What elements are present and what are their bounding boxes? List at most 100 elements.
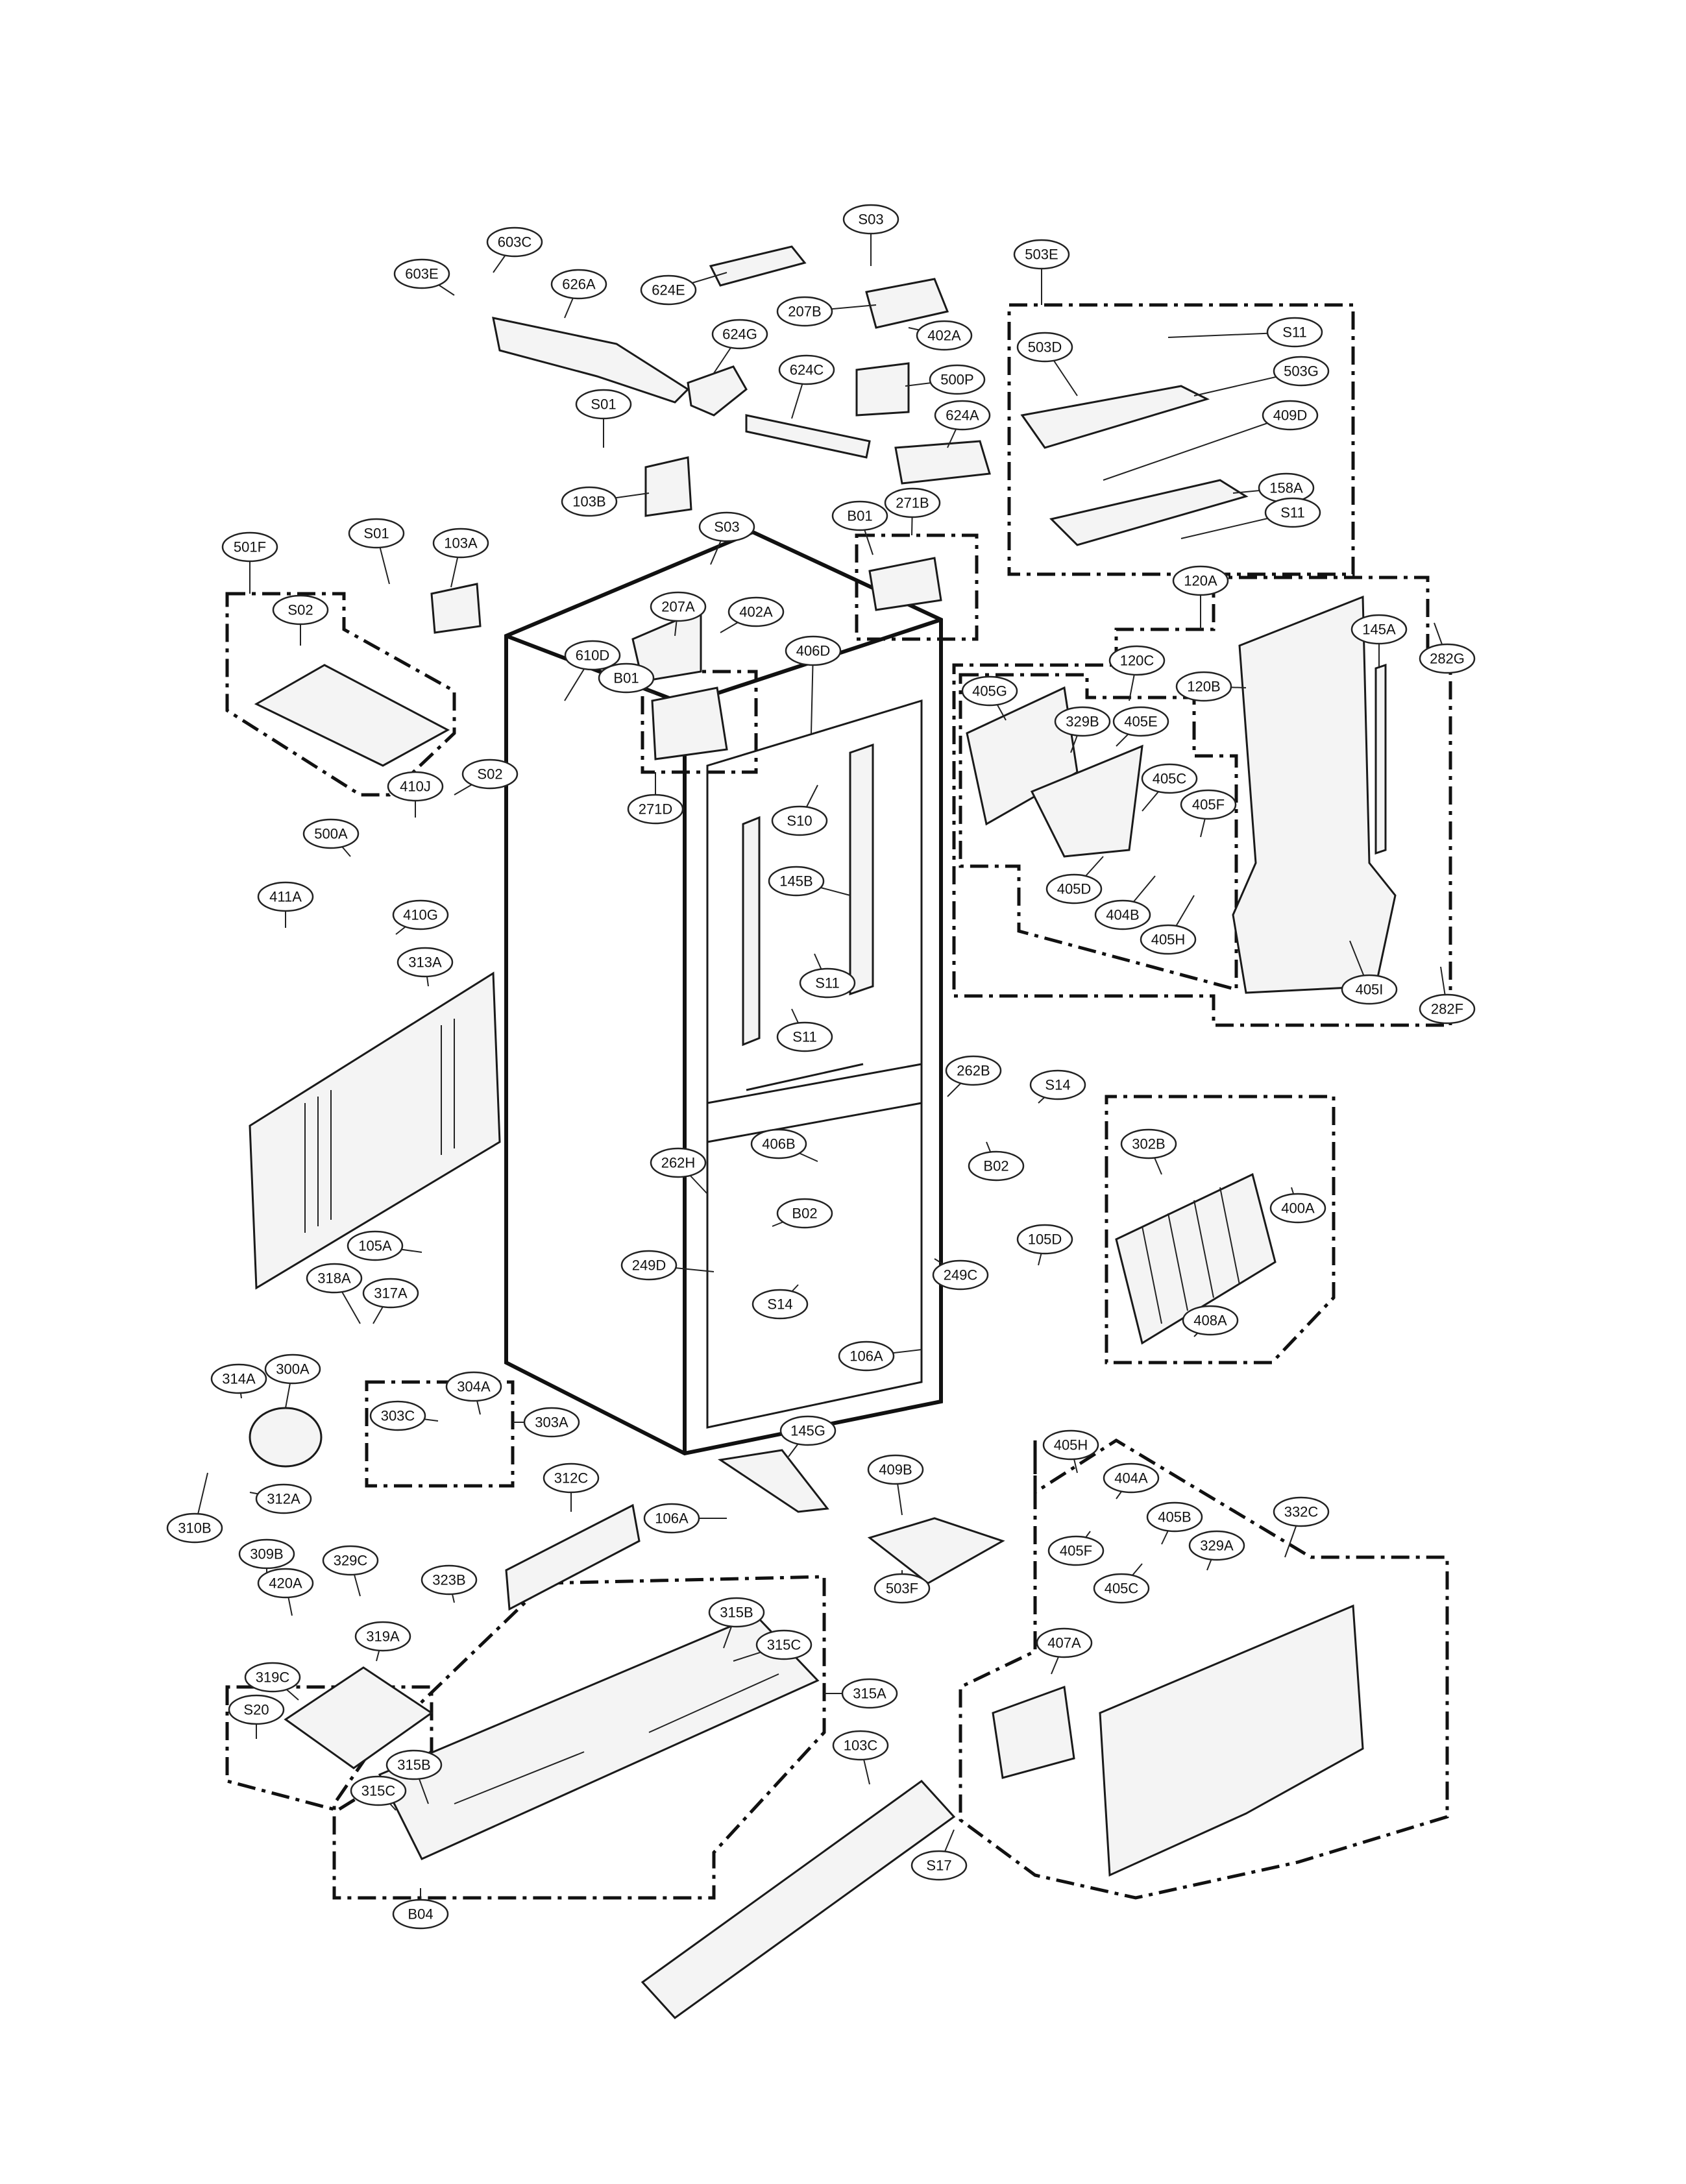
callout-label: S17 [926,1858,951,1874]
callout-label: S02 [477,766,502,783]
callout-oval [523,1407,580,1438]
callout-282f: 282F [1419,966,1476,1025]
callout-oval [932,1259,989,1291]
callout-label: 408A [1193,1313,1227,1329]
callout-oval [561,486,618,517]
callout-207b: 207B [776,296,877,327]
callout-label: S03 [858,212,883,228]
callout-label: 329A [1200,1538,1234,1554]
callout-label: 262B [957,1063,990,1079]
callout-oval [598,662,655,694]
callout-oval [166,1512,223,1544]
callout-s11_b: S11 [1180,497,1321,539]
group-box-501f [225,592,456,797]
callout-label: 103A [444,535,478,552]
part-315a [378,1614,820,1860]
callout-oval [228,1694,285,1725]
callout-label: 406B [762,1136,795,1152]
callout-409b: 409B [867,1454,924,1516]
callout-label: 500P [940,372,973,388]
callout-oval [961,675,1018,707]
callout-oval [832,1730,889,1761]
callout-s11_d: S11 [776,1008,833,1052]
callout-label: S01 [363,526,389,542]
condenser-302b [1115,1172,1277,1345]
callout-405i: 405I [1341,940,1398,1005]
callout-oval [445,1371,502,1402]
callout-oval [1029,1069,1086,1100]
callout-405f_top: 405F [1180,789,1237,838]
callout-145g: 145G [779,1415,837,1457]
callout-label: 145G [790,1423,825,1439]
callout-158a: 158A [1232,472,1315,504]
callout-label: 309B [250,1546,283,1562]
callout-oval [776,296,833,327]
callout-624a: 624A [934,400,991,448]
callout-s14_mid: S14 [751,1284,809,1320]
callout-oval [421,1564,478,1596]
callout-oval [1016,1224,1073,1255]
callout-500p: 500P [905,364,986,395]
callout-oval [264,1353,321,1385]
callout-label: 302B [1132,1136,1165,1152]
callout-label: 405I [1356,982,1384,998]
callout-271d: 271D [627,772,684,825]
callout-label: 106A [655,1511,689,1527]
callout-106a_a: 106A [838,1341,922,1372]
callout-label: 406D [796,643,831,659]
callout-oval [1273,356,1330,387]
callout-label: 624G [722,326,757,343]
callout-406d: 406D [785,635,842,734]
callout-leader-line [1103,415,1291,481]
callout-503g: 503G [1193,356,1330,396]
part-624g [687,365,748,417]
callout-label: 315C [361,1783,396,1799]
callout-label: 402A [927,328,961,344]
group-box-271d [641,670,758,774]
callout-oval [910,1850,968,1881]
callout-label: 404B [1106,907,1139,923]
top-parts [254,245,1249,767]
callout-label: 207B [788,304,821,320]
callout-label: 603C [498,234,532,250]
callout-oval [1140,924,1197,955]
callout-405d: 405D [1045,856,1104,904]
callout-oval [362,1278,419,1309]
callout-oval [1419,993,1476,1025]
callout-503d: 503D [1016,332,1078,396]
callout-405b: 405B [1146,1501,1203,1545]
callout-405f_bot: 405F [1047,1531,1105,1566]
callout-label: 329B [1066,714,1099,730]
callout-label: 158A [1269,480,1303,496]
callout-label: 503F [886,1581,918,1597]
callout-oval [643,1503,700,1534]
callout-label: 303A [535,1414,568,1431]
part-407a [992,1685,1075,1779]
callout-oval [842,204,899,235]
callout-oval [385,1749,443,1780]
callout-313a: 313A [397,947,454,987]
part-405e [1030,744,1143,858]
callout-s03: S03 [842,204,899,266]
callout-610d: 610D [564,640,621,701]
callout-b01_left: B01 [598,662,656,695]
callout-label: 145B [779,873,812,890]
callout-420a: 420A [257,1568,314,1616]
callout-oval [1042,1429,1099,1461]
callout-label: 409D [1273,407,1308,424]
callout-oval [369,1400,426,1431]
callout-409d: 409D [1103,400,1319,481]
callout-329b: 329B [1054,706,1111,753]
callout-oval [1273,1496,1330,1527]
callout-label: 603E [405,266,438,282]
callout-501f: 501F [221,531,278,594]
callout-b04: B04 [392,1888,449,1930]
callout-323b: 323B [421,1564,478,1603]
callout-label: 410J [400,779,431,795]
callout-label: 105D [1028,1232,1062,1248]
callout-oval [934,400,991,431]
callout-207a: 207A [650,591,707,637]
group-box-319a [225,1685,434,1812]
callout-105d: 105D [1016,1224,1073,1266]
